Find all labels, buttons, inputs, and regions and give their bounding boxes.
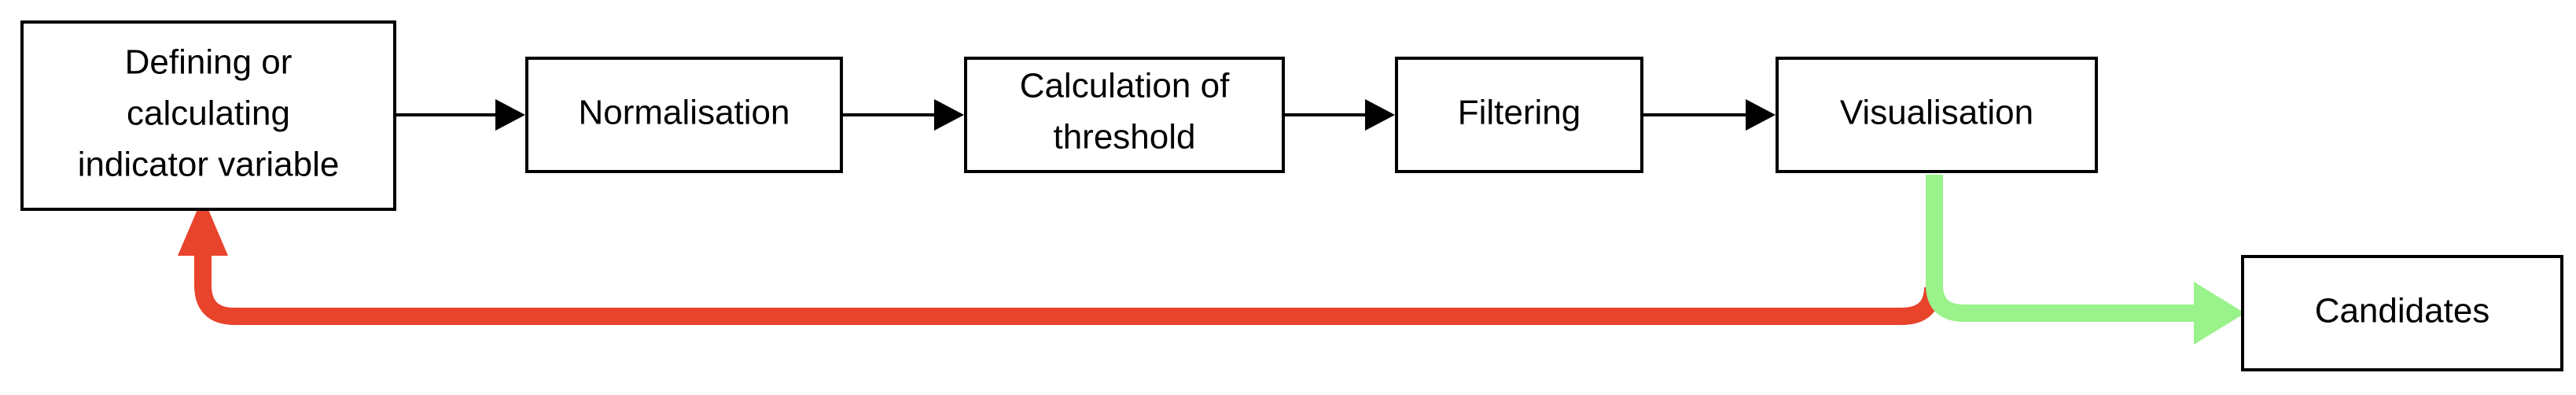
node-visualisation: Visualisation (1776, 57, 2098, 173)
node-box (2241, 255, 2563, 371)
node-filtering: Filtering (1395, 57, 1643, 173)
node-label-line-2: threshold (1053, 118, 1195, 157)
node-label: Filtering (1458, 94, 1581, 132)
connector-normalisation-threshold (841, 99, 964, 131)
node-label-line-1: Defining or (125, 43, 293, 82)
node-box (964, 57, 1285, 173)
output-arrowhead (2194, 282, 2245, 345)
node-label: Candidates (2315, 292, 2490, 330)
node-box (525, 57, 843, 173)
node-candidates: Candidates (2241, 255, 2563, 371)
output-arrow (1926, 175, 2245, 345)
node-box (20, 20, 396, 211)
connector-filtering-visualisation (1642, 99, 1776, 131)
node-normalisation: Normalisation (525, 57, 843, 173)
feedback-arrow-line (194, 252, 1941, 325)
node-label-line-1: Calculation of (1020, 67, 1230, 105)
node-box (1395, 57, 1643, 173)
arrowhead (495, 99, 525, 131)
node-label-line-3: indicator variable (78, 146, 340, 184)
node-label: Visualisation (1840, 94, 2033, 132)
node-calculation-of-threshold: Calculation of threshold (964, 57, 1285, 173)
output-arrow-line (1926, 175, 2202, 322)
node-box (1776, 57, 2098, 173)
arrowhead (1746, 99, 1776, 131)
feedback-arrowhead (178, 197, 228, 256)
arrowhead (934, 99, 964, 131)
connector-defining-normalisation (395, 99, 525, 131)
feedback-arrow (178, 197, 1941, 325)
node-defining-indicator-variable: Defining or calculating indicator variab… (20, 20, 396, 211)
node-label-line-2: calculating (127, 94, 290, 133)
node-label: Normalisation (579, 94, 790, 132)
connector-threshold-filtering (1283, 99, 1395, 131)
arrowhead (1365, 99, 1395, 131)
